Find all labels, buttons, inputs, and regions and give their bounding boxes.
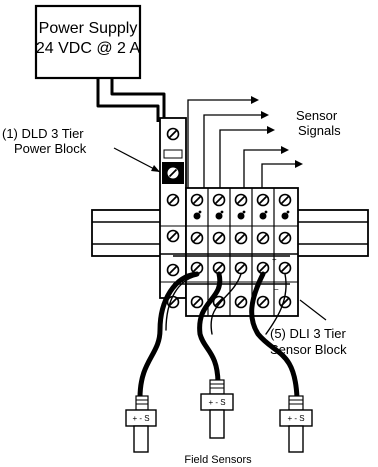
sensor-signal-leads bbox=[187, 99, 296, 188]
sensor-terminal-label: + - S bbox=[287, 414, 304, 423]
bus-jumpers bbox=[173, 255, 290, 285]
leader-lines bbox=[113, 147, 327, 321]
field-sensor-left: + - S bbox=[125, 395, 157, 453]
sensor-signals-label: Sensor bbox=[296, 108, 338, 123]
power-supply-wires bbox=[96, 78, 166, 122]
signal-arrowheads bbox=[251, 96, 303, 168]
sensor-signals-label-2: Signals bbox=[298, 123, 341, 138]
power-supply-rating: 24 VDC @ 2 A bbox=[36, 40, 141, 57]
sensor-block-label-2: Sensor Block bbox=[270, 342, 347, 357]
svg-text:−: − bbox=[274, 285, 279, 294]
power-supply-box: Power Supply 24 VDC @ 2 A bbox=[34, 4, 142, 80]
sensor-terminal-label: + - S bbox=[132, 414, 149, 423]
sensor-terminal-label: + - S bbox=[208, 398, 225, 407]
sensor-block-label: (5) DLI 3 Tier bbox=[270, 326, 347, 341]
svg-text:+: + bbox=[272, 255, 277, 264]
field-sensor-middle: + - S bbox=[200, 379, 234, 439]
field-sensors-label: Field Sensors bbox=[184, 454, 252, 466]
power-block-label-2: Power Block bbox=[14, 141, 87, 156]
power-block-label: (1) DLD 3 Tier bbox=[2, 126, 84, 141]
sensor-blocks: + − bbox=[160, 187, 299, 317]
power-supply-title: Power Supply bbox=[39, 20, 138, 37]
field-sensor-right: + - S bbox=[279, 395, 313, 453]
sensor-cables bbox=[137, 271, 300, 401]
power-block bbox=[159, 117, 187, 309]
